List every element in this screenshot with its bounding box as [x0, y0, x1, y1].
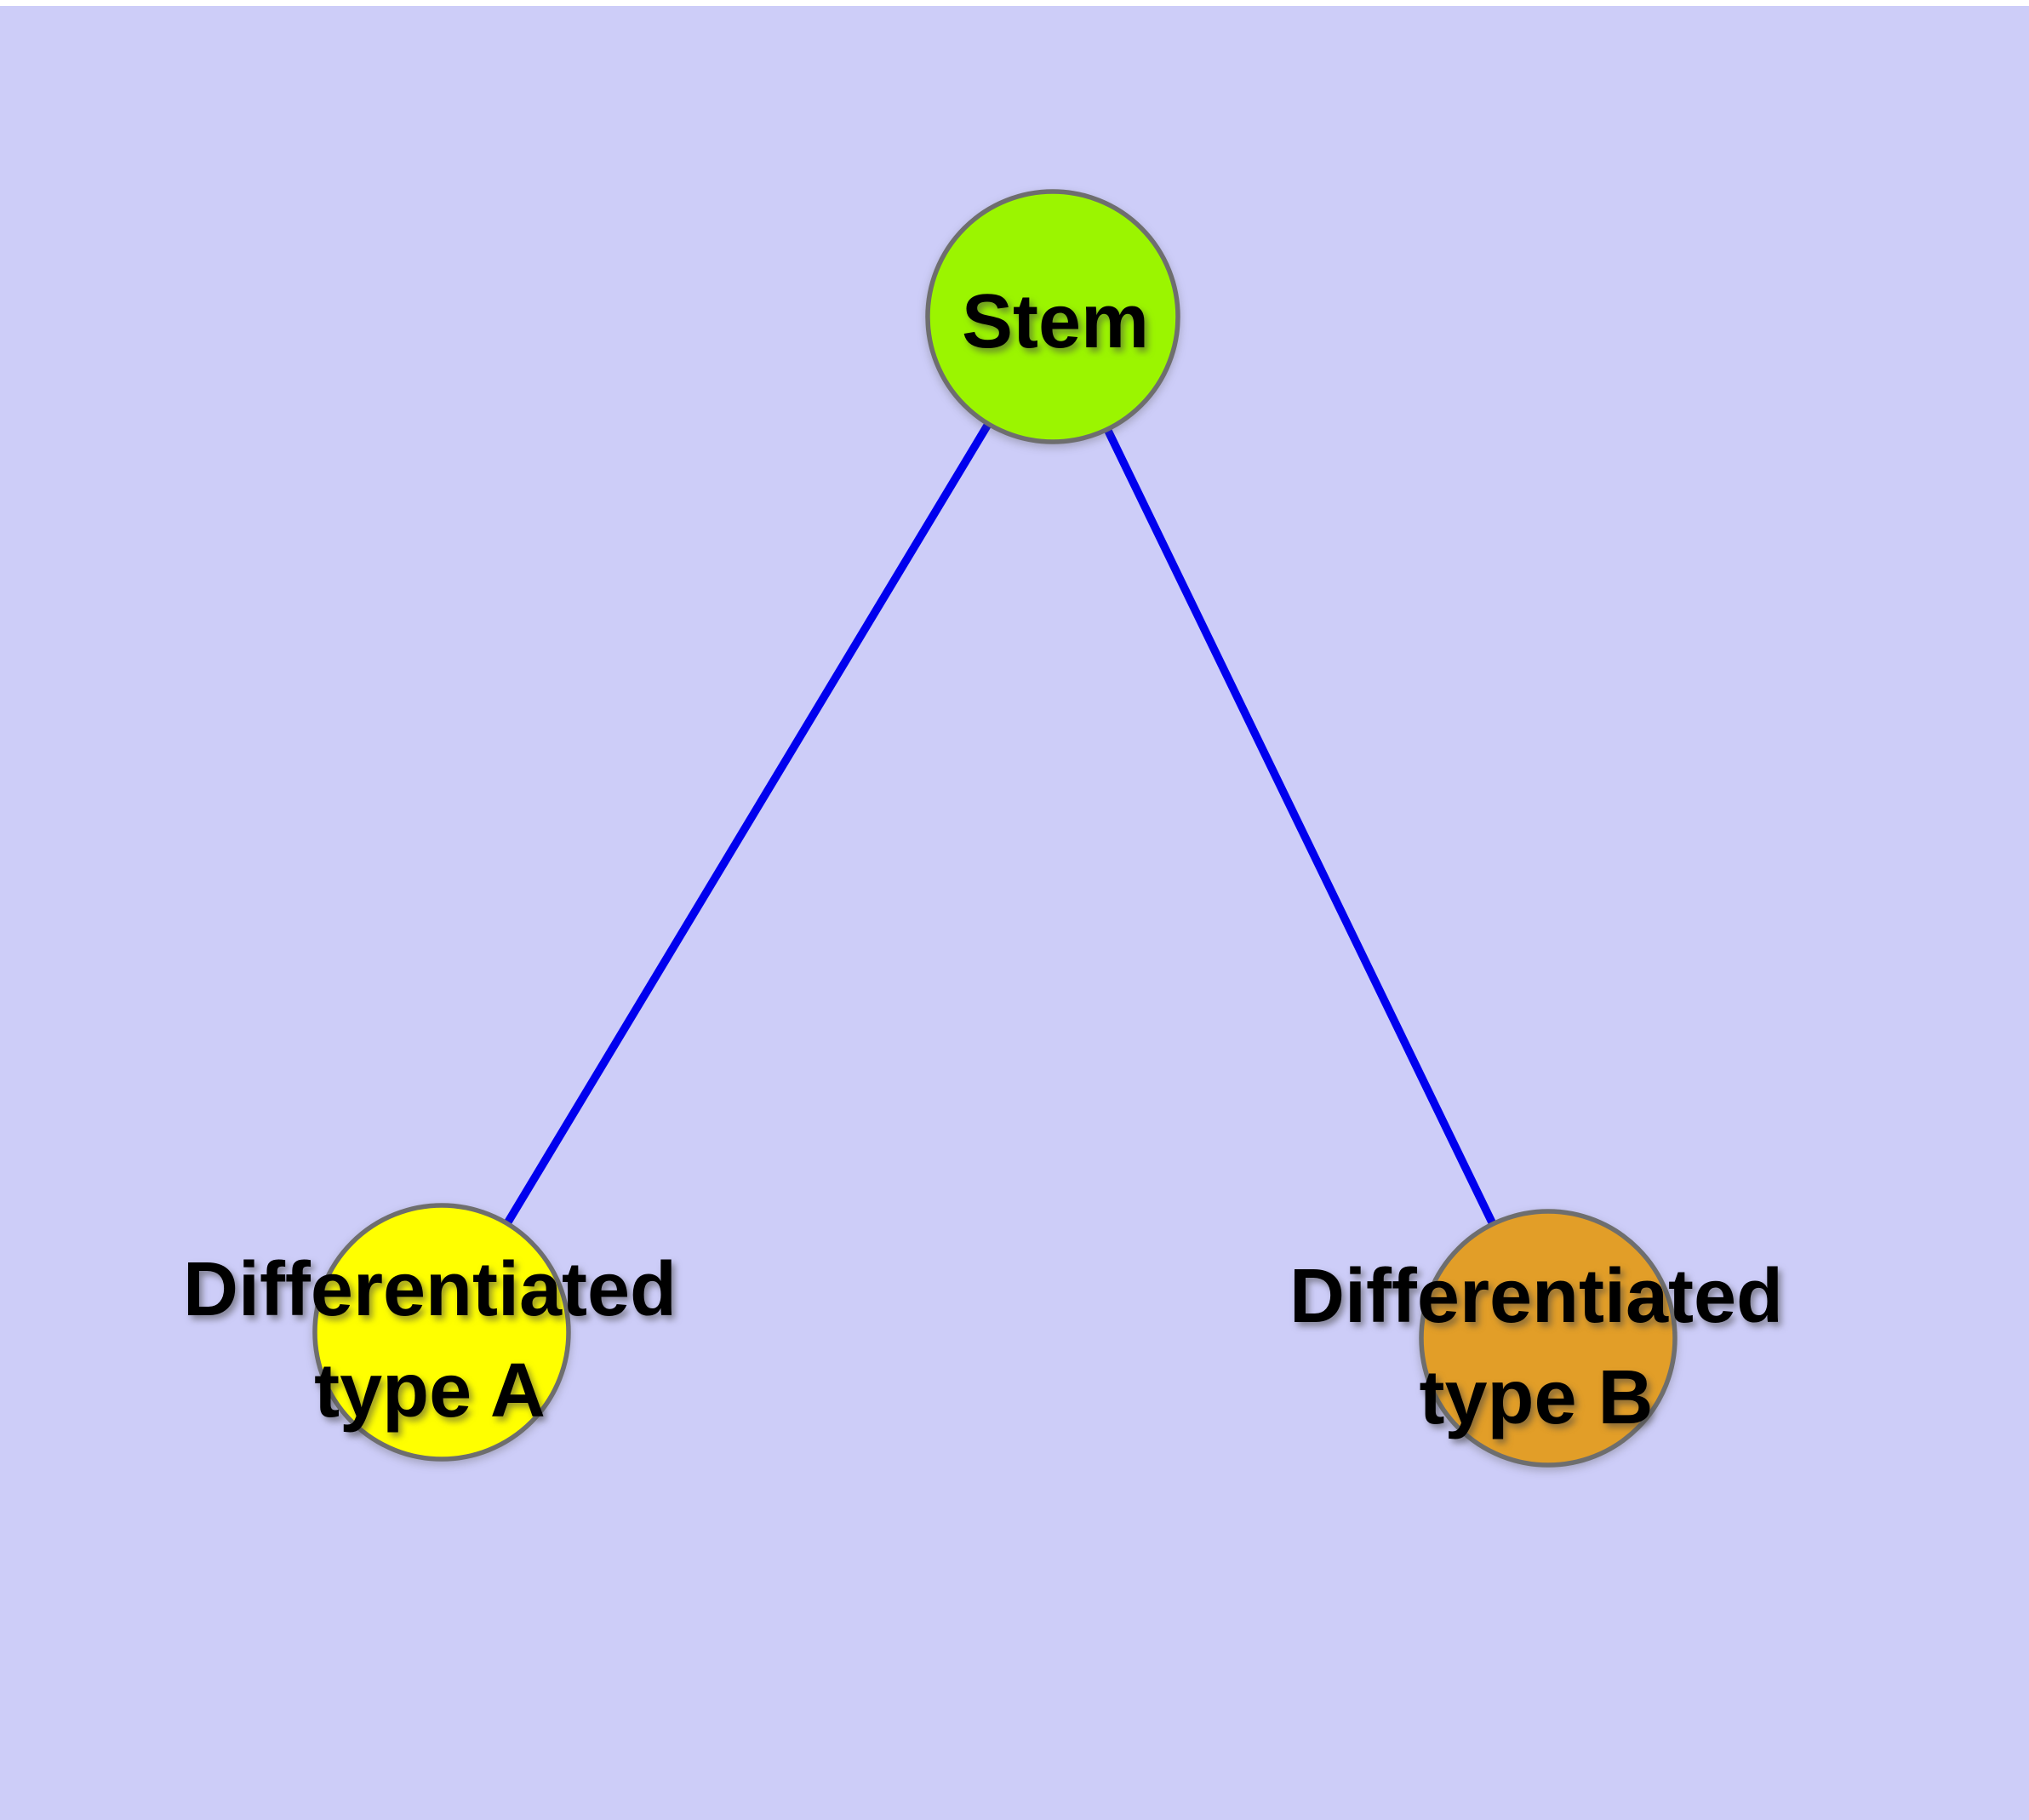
edge-stem-to-type-b [1049, 314, 1552, 1341]
type-a-node-label-line2: type A [314, 1348, 546, 1434]
stem-node [925, 189, 1180, 444]
edge-stem-to-type-a [437, 314, 1057, 1335]
edges [437, 314, 1552, 1341]
type-a-node-label-line1: Differentiated [183, 1247, 677, 1332]
type-a-node [312, 1203, 571, 1462]
type-b-node-label-line2: type B [1419, 1355, 1653, 1440]
node-labels: Stem Differentiated type A Differentiate… [183, 279, 1783, 1440]
top-edge-strip [0, 0, 2029, 6]
type-b-node [1419, 1209, 1677, 1468]
stem-node-label: Stem [962, 279, 1149, 364]
type-b-node-label-line1: Differentiated [1289, 1254, 1783, 1339]
nodes [312, 189, 1677, 1468]
